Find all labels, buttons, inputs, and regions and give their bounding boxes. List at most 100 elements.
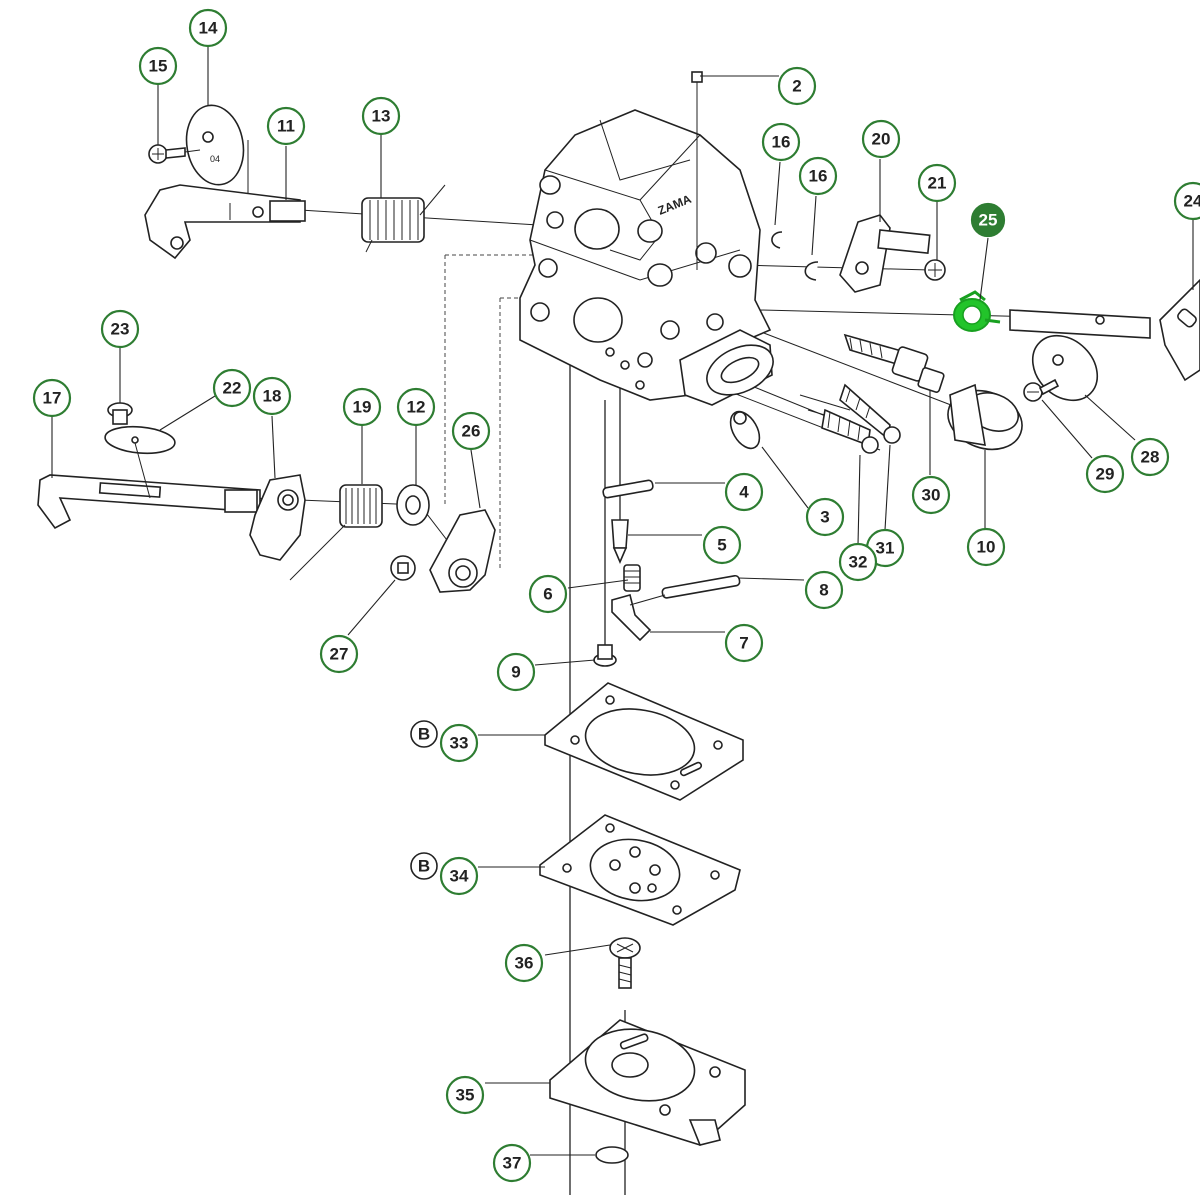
marker-b-34: B	[410, 852, 438, 880]
part-18-lever	[249, 474, 306, 561]
callout-29[interactable]: 29	[1085, 454, 1125, 494]
part-22-plate	[104, 425, 176, 499]
callout-16a[interactable]: 16	[761, 122, 801, 162]
callout-8[interactable]: 8	[804, 570, 844, 610]
svg-text:26: 26	[462, 422, 481, 441]
svg-text:8: 8	[819, 581, 828, 600]
parts-7-8-lever-pin	[611, 574, 741, 642]
callout-10[interactable]: 10	[966, 527, 1006, 567]
svg-text:3: 3	[820, 508, 829, 527]
callout-16b[interactable]: 16	[798, 156, 838, 196]
part-21-screw	[924, 259, 946, 281]
callout-23[interactable]: 23	[100, 309, 140, 349]
part-27-bushing	[390, 555, 416, 581]
callout-15[interactable]: 15	[138, 46, 178, 86]
part-29-screw	[1023, 378, 1060, 402]
callout-37[interactable]: 37	[492, 1143, 532, 1183]
svg-text:5: 5	[717, 536, 726, 555]
callout-36[interactable]: 36	[504, 943, 544, 983]
part-12-washer	[396, 484, 430, 526]
part-36-screw	[609, 937, 641, 989]
part-11-choke-shaft	[144, 184, 306, 260]
callout-12[interactable]: 12	[396, 387, 436, 427]
callout-28[interactable]: 28	[1130, 437, 1170, 477]
callout-11[interactable]: 11	[266, 106, 306, 146]
svg-text:B: B	[418, 857, 430, 876]
marker-b-33: B	[410, 720, 438, 748]
svg-text:20: 20	[872, 130, 891, 149]
callout-9[interactable]: 9	[496, 652, 536, 692]
svg-text:12: 12	[407, 398, 426, 417]
part-37-filter	[595, 1146, 629, 1164]
svg-text:15: 15	[149, 57, 168, 76]
callout-7[interactable]: 7	[724, 623, 764, 663]
svg-text:23: 23	[111, 320, 130, 339]
part-5-needle-valve	[611, 519, 629, 565]
svg-text:13: 13	[372, 107, 391, 126]
part-4-pin	[602, 479, 654, 499]
svg-text:11: 11	[277, 117, 295, 136]
callout-25-highlighted[interactable]: 25	[970, 202, 1006, 238]
callout-20[interactable]: 20	[861, 119, 901, 159]
svg-text:34: 34	[450, 867, 469, 886]
callout-22[interactable]: 22	[212, 368, 252, 408]
callout-33[interactable]: 33	[439, 723, 479, 763]
callout-4[interactable]: 4	[724, 472, 764, 512]
svg-text:18: 18	[263, 387, 282, 406]
callout-24[interactable]: 24	[1173, 181, 1200, 221]
callout-17[interactable]: 17	[32, 378, 72, 418]
part-35-cover	[549, 1019, 746, 1146]
part-33-gasket	[544, 682, 744, 801]
callout-32[interactable]: 32	[838, 542, 878, 582]
svg-text:24: 24	[1184, 192, 1200, 211]
callout-30[interactable]: 30	[911, 475, 951, 515]
callout-2[interactable]: 2	[777, 66, 817, 106]
svg-text:32: 32	[849, 553, 868, 572]
svg-text:14: 14	[199, 19, 218, 38]
callout-5[interactable]: 5	[702, 525, 742, 565]
part-26-lever	[429, 509, 496, 593]
svg-text:31: 31	[876, 539, 895, 558]
svg-text:28: 28	[1141, 448, 1160, 467]
svg-text:9: 9	[511, 663, 520, 682]
parts-31-32-adjusting-screws	[799, 383, 901, 454]
svg-text:33: 33	[450, 734, 469, 753]
carburetor-body: ZAMA	[519, 109, 774, 406]
callout-3[interactable]: 3	[805, 497, 845, 537]
svg-text:37: 37	[503, 1154, 522, 1173]
svg-text:27: 27	[330, 645, 349, 664]
part-24-throttle-shaft	[1009, 278, 1200, 382]
part-34-diaphragm	[539, 814, 741, 926]
svg-text:17: 17	[43, 389, 62, 408]
svg-text:B: B	[418, 725, 430, 744]
svg-text:6: 6	[543, 585, 552, 604]
svg-text:4: 4	[739, 483, 749, 502]
part-2-pin	[691, 71, 703, 270]
callout-14[interactable]: 14	[188, 8, 228, 48]
callout-26[interactable]: 26	[451, 411, 491, 451]
svg-text:16: 16	[772, 133, 791, 152]
part-17-throttle-shaft	[37, 474, 261, 530]
leader-lines	[51, 46, 1194, 1156]
svg-text:22: 22	[223, 379, 242, 398]
part-25-spring-highlighted	[953, 290, 1001, 332]
callout-34[interactable]: 34	[439, 856, 479, 896]
svg-text:04: 04	[210, 154, 220, 164]
part-16-clips	[771, 231, 819, 281]
callout-19[interactable]: 19	[342, 387, 382, 427]
callout-27[interactable]: 27	[319, 634, 359, 674]
part-3-screw	[729, 410, 761, 450]
callout-35[interactable]: 35	[445, 1075, 485, 1115]
part-10-cap	[947, 383, 1023, 451]
callout-21[interactable]: 21	[917, 163, 957, 203]
callout-18[interactable]: 18	[252, 376, 292, 416]
callout-6[interactable]: 6	[528, 574, 568, 614]
part-6-spring	[623, 564, 641, 592]
svg-text:21: 21	[928, 174, 947, 193]
svg-text:19: 19	[353, 398, 372, 417]
callouts: 2 3 4 5 6 7 8 9 10 11 12 13 14 15 16 16 …	[32, 8, 1200, 1183]
callout-13[interactable]: 13	[361, 96, 401, 136]
svg-text:2: 2	[792, 77, 801, 96]
part-14-choke-plate: 04	[185, 104, 245, 186]
